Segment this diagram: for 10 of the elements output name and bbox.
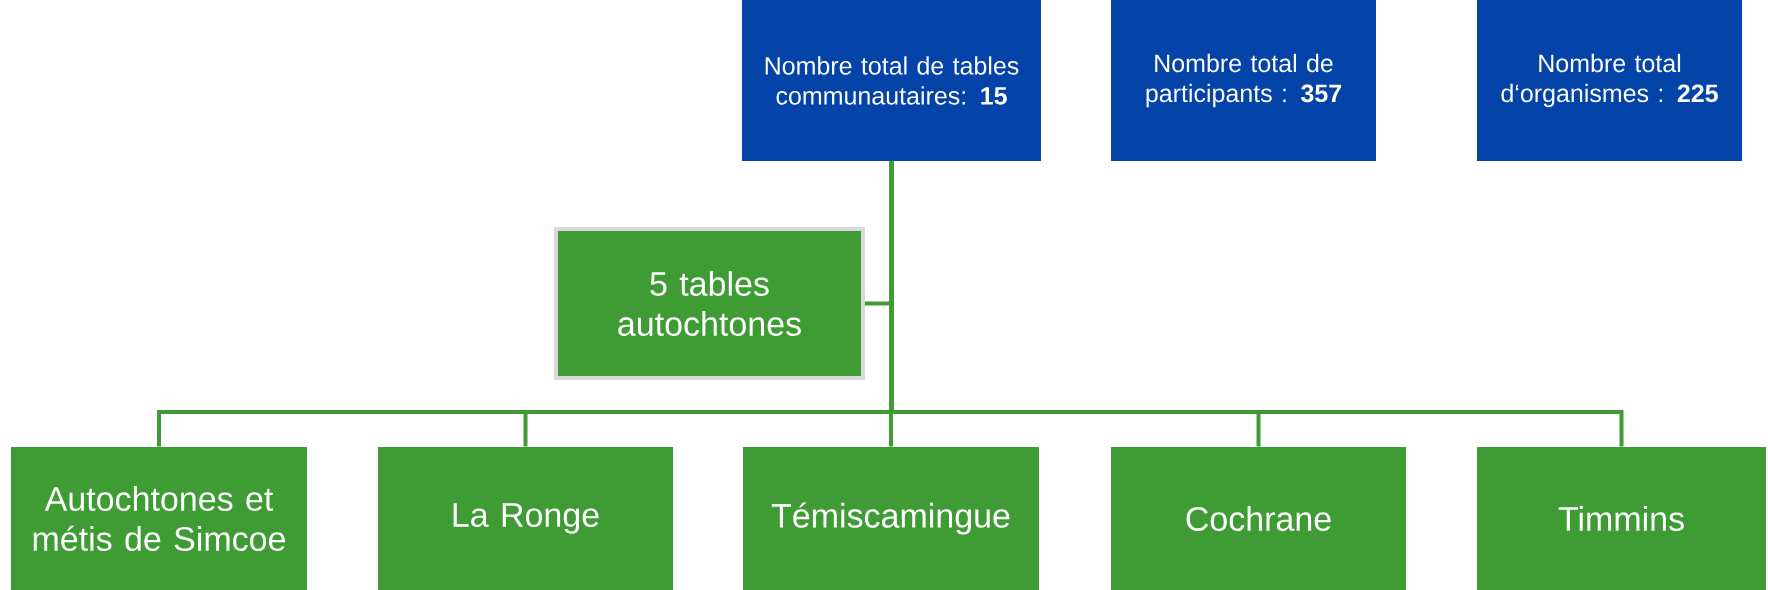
stat-box: Nombre total d‘organismes : 225 bbox=[1477, 0, 1742, 161]
connector-line bbox=[889, 161, 1624, 447]
process-box: Autochtones et métis de Simcoe bbox=[11, 447, 307, 590]
process-box: Témiscamingue bbox=[743, 447, 1039, 590]
stat-box: Nombre total de participants : 357 bbox=[1111, 0, 1376, 161]
stat-box: Nombre total de tables communautaires: 15 bbox=[742, 0, 1041, 161]
process-box: Cochrane bbox=[1111, 447, 1406, 590]
process-box: Timmins bbox=[1477, 447, 1766, 590]
process-box: 5 tables autochtones bbox=[554, 227, 865, 380]
process-box: La Ronge bbox=[378, 447, 673, 590]
